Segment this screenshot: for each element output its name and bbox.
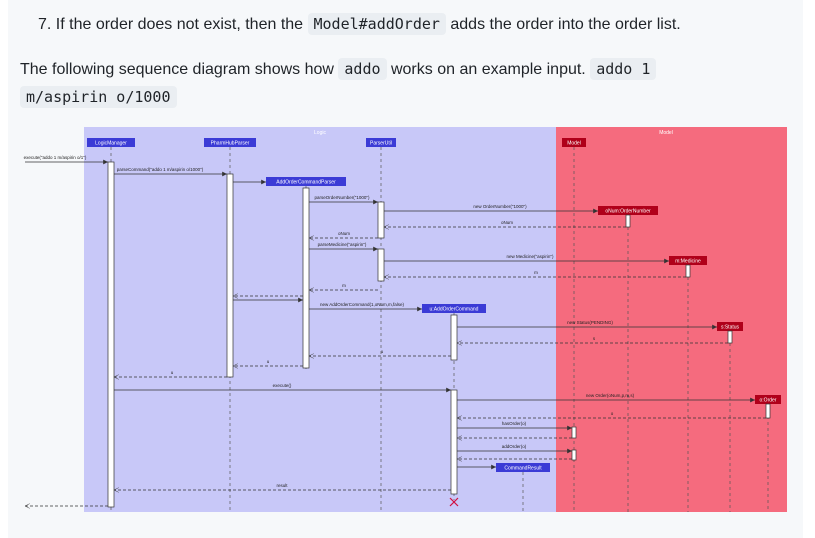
label-o-return: o <box>611 411 614 416</box>
label-result: result <box>276 483 288 488</box>
participant-logic-manager-box <box>87 138 135 147</box>
participant-medicine: m:Medicine <box>675 259 701 265</box>
label-m-return-2: m <box>342 283 346 288</box>
participant-add-order-command-parser: AddOrderCommandParser <box>276 180 336 186</box>
label-new-order: new Order(oNum,p,m,s) <box>586 393 635 398</box>
participant-medicine-box <box>669 256 707 265</box>
participant-pharm-hub-parser-box <box>204 138 256 147</box>
participant-status: s:Status <box>721 325 740 331</box>
label-execute: execute() <box>273 383 292 388</box>
activation-model-2 <box>571 449 577 461</box>
model-addorder-code: Model#addOrder <box>307 13 446 35</box>
label-onum-return-1: oNum <box>501 220 513 225</box>
activation-status <box>727 330 733 344</box>
example-input-code-1: addo 1 <box>590 58 657 80</box>
label-u-return-1: u <box>381 349 384 354</box>
label-onum-return-2: oNum <box>338 231 350 236</box>
participant-status-box <box>717 322 743 331</box>
example-input-code-2: m/aspirin o/1000 <box>20 86 177 108</box>
addo-code: addo <box>338 58 387 80</box>
step-suffix: adds the order into the order list. <box>445 16 681 33</box>
label-new-add-order-command: new AddOrderCommand(1,oNum,m,false) <box>320 302 405 307</box>
label-has-order: hasOrder(o) <box>502 421 527 426</box>
participant-command-result-box <box>496 463 550 472</box>
participant-order-number: oNum:OrderNumber <box>605 209 651 215</box>
activation-logic-manager <box>107 161 115 508</box>
participant-pharm-hub-parser: PharmHubParser <box>211 141 250 147</box>
activation-order <box>765 403 771 419</box>
label-parse-command: parseCommand("addo 1 m/aspirin o/1000") <box>117 167 204 172</box>
label-u-return-2: u <box>267 359 270 364</box>
label-parse-order-number: parseOrderNumber("1000") <box>315 195 370 200</box>
label-add-order: addOrder(o) <box>502 444 527 449</box>
participant-parser-util: ParserUtil <box>370 141 392 147</box>
step-7-text: 7. If the order does not exist, then the… <box>38 9 681 40</box>
label-new-order-number: new OrderNumber("1000") <box>473 204 527 209</box>
label-u-return-3: u <box>171 370 174 375</box>
participant-add-order-command-parser-box <box>266 177 346 186</box>
participant-order-number-box <box>598 206 658 215</box>
activation-medicine <box>685 264 691 278</box>
activation-order-number <box>625 214 631 228</box>
activation-add-order-command-parser <box>302 187 310 369</box>
intro-middle: works on an example input. <box>386 61 591 78</box>
model-frame <box>556 127 787 512</box>
logic-frame-label: Logic <box>314 130 326 136</box>
participant-model: Model <box>567 141 581 147</box>
participant-order: o:Order <box>760 398 777 404</box>
participant-model-box <box>562 138 586 147</box>
participant-order-box <box>755 395 781 404</box>
intro-line-2: m/aspirin o/1000 <box>20 82 177 113</box>
destroy-add-order-command-icon <box>449 497 459 507</box>
label-new-status: new Status(PENDING) <box>567 320 613 325</box>
participant-add-order-command: u:AddOrderCommand <box>430 307 479 313</box>
activation-add-order-command <box>450 314 458 361</box>
participant-add-order-command-box <box>422 304 486 313</box>
logic-frame <box>84 127 556 512</box>
label-parse-medicine: parseMedicine("aspirin") <box>318 242 367 247</box>
activation-parser-util-1 <box>377 201 385 239</box>
label-execute-input: execute("addo 1 m/aspirin o/1") <box>24 155 87 160</box>
label-m-return-1: m <box>534 270 538 275</box>
model-frame-label: Model <box>659 130 673 136</box>
participant-logic-manager: LogicManager <box>95 141 127 147</box>
intro-prefix: The following sequence diagram shows how <box>20 61 339 78</box>
activation-model-1 <box>571 426 577 439</box>
activation-parser-util-2 <box>377 248 385 282</box>
intro-line-1: The following sequence diagram shows how… <box>20 54 657 85</box>
activation-add-order-command-exec <box>450 389 458 495</box>
participant-parser-util-box <box>366 138 396 147</box>
participant-command-result: CommandResult <box>504 466 542 472</box>
step-prefix: 7. If the order does not exist, then the <box>38 16 308 33</box>
label-s-return: s <box>593 336 596 341</box>
label-new-medicine: new Medicine("aspirin") <box>507 254 554 259</box>
activation-pharm-hub-parser <box>226 173 234 378</box>
